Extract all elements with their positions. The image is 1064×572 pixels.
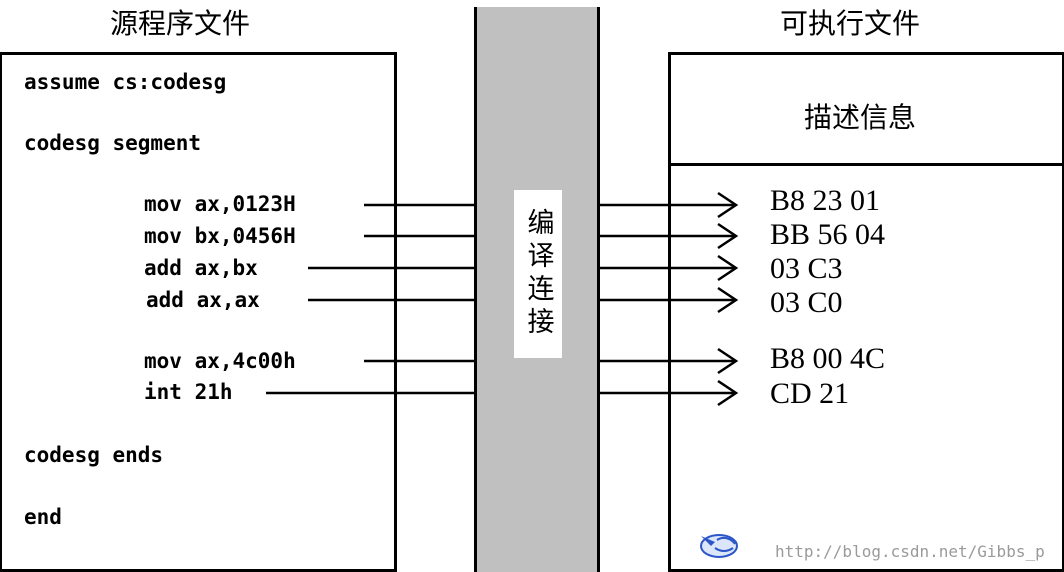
arrowhead	[717, 379, 739, 407]
executable-file-box	[668, 52, 1064, 572]
code-line-instruction: int 21h	[144, 380, 233, 404]
code-line-assume: assume cs:codesg	[24, 70, 227, 94]
source-file-box	[0, 52, 397, 572]
machine-code-line: B8 00 4C	[770, 342, 886, 375]
executable-file-title: 可执行文件	[780, 7, 921, 40]
compile-link-label: 编译连接	[514, 190, 562, 358]
arrowhead	[717, 286, 739, 314]
code-line-end: end	[24, 505, 62, 529]
code-line-instruction: mov ax,4c00h	[144, 349, 296, 373]
code-line-ends: codesg ends	[24, 443, 164, 467]
description-divider	[671, 163, 1062, 166]
code-line-instruction: mov bx,0456H	[144, 224, 296, 248]
arrowhead	[717, 222, 739, 250]
machine-code-line: BB 56 04	[770, 218, 886, 251]
source-file-title: 源程序文件	[110, 7, 251, 40]
code-line-instruction: add ax,ax	[146, 288, 260, 312]
description-info-label: 描述信息	[804, 101, 917, 134]
machine-code-line: 03 C3	[770, 252, 843, 285]
machine-code-line: 03 C0	[770, 286, 843, 319]
hand-pointer-icon	[700, 534, 738, 558]
arrowhead	[717, 191, 739, 219]
arrowhead	[717, 254, 739, 282]
machine-code-line: B8 23 01	[770, 184, 881, 217]
arrowhead	[717, 347, 739, 375]
code-line-instruction: mov ax,0123H	[144, 192, 296, 216]
watermark-url: http://blog.csdn.net/Gibbs_p	[775, 542, 1045, 561]
machine-code-line: CD 21	[770, 377, 850, 410]
code-line-instruction: add ax,bx	[144, 256, 258, 280]
compile-link-text: 编译连接	[522, 208, 554, 340]
code-line-segment: codesg segment	[24, 131, 202, 155]
